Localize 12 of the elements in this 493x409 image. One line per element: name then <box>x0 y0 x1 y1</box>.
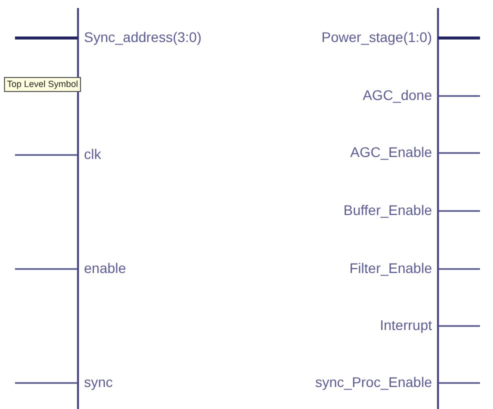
pin-label: AGC_Enable <box>350 144 432 160</box>
pin-label: enable <box>84 260 126 276</box>
pin-label: sync_Proc_Enable <box>315 374 432 390</box>
pin-label: Filter_Enable <box>350 260 432 276</box>
pin-label: Sync_address(3:0) <box>84 29 202 45</box>
tooltip: Top Level Symbol <box>4 77 82 92</box>
pin-label: clk <box>84 146 102 162</box>
pin-label: AGC_done <box>362 87 432 103</box>
pin-label: Buffer_Enable <box>344 202 432 218</box>
pin-label: sync <box>84 374 113 390</box>
pin-label: Interrupt <box>380 317 432 333</box>
pin-label: Power_stage(1:0) <box>321 29 432 45</box>
